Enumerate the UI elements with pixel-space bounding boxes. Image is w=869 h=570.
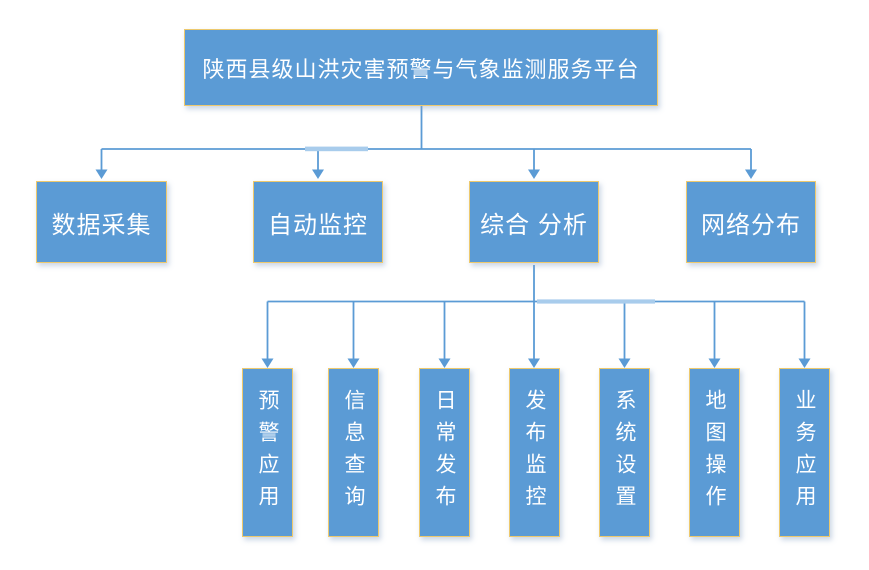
- arrowhead-8: [528, 358, 540, 368]
- arrowhead-7: [438, 358, 451, 368]
- node-label: 信息查询: [342, 388, 365, 517]
- node-label: 网络分布: [701, 211, 801, 239]
- arrowhead-1: [95, 169, 108, 179]
- arrowhead-3: [528, 169, 540, 179]
- node-business-application: 业务应用: [779, 368, 830, 537]
- connector-overlap-highlight-1: [305, 146, 368, 152]
- node-information-query: 信息查询: [328, 368, 379, 537]
- node-label: 系统设置: [613, 388, 636, 517]
- arrowhead-6: [347, 358, 360, 368]
- node-label: 业务应用: [793, 388, 816, 517]
- node-label: 数据采集: [51, 211, 152, 239]
- node-map-operation: 地图操作: [689, 368, 740, 537]
- arrowhead-4: [745, 169, 757, 179]
- node-warning-application: 预警应用: [242, 368, 293, 537]
- node-label: 地图操作: [703, 388, 726, 517]
- arrowhead-9: [618, 358, 631, 368]
- node-label: 自动监控: [268, 211, 368, 239]
- node-comprehensive-analysis: 综合 分析: [469, 181, 599, 263]
- node-label: 陕西县级山洪灾害预警与气象监测服务平台: [202, 56, 640, 82]
- node-data-collection: 数据采集: [36, 181, 167, 263]
- node-label: 预警应用: [256, 388, 279, 517]
- node-label: 综合 分析: [480, 211, 588, 239]
- arrowhead-11: [798, 358, 811, 368]
- connector-overlap-highlight-2: [537, 299, 655, 304]
- node-daily-release: 日常发布: [419, 368, 470, 537]
- arrowhead-2: [312, 169, 324, 179]
- node-network-distribution: 网络分布: [686, 181, 816, 263]
- node-release-monitoring: 发布监控: [509, 368, 560, 537]
- node-system-settings: 系统设置: [599, 368, 650, 537]
- node-platform-title: 陕西县级山洪灾害预警与气象监测服务平台: [184, 29, 658, 106]
- node-auto-monitoring: 自动监控: [253, 181, 383, 263]
- arrowhead-5: [261, 358, 274, 368]
- node-label: 发布监控: [523, 388, 546, 517]
- node-label: 日常发布: [433, 388, 456, 517]
- arrowhead-10: [708, 358, 721, 368]
